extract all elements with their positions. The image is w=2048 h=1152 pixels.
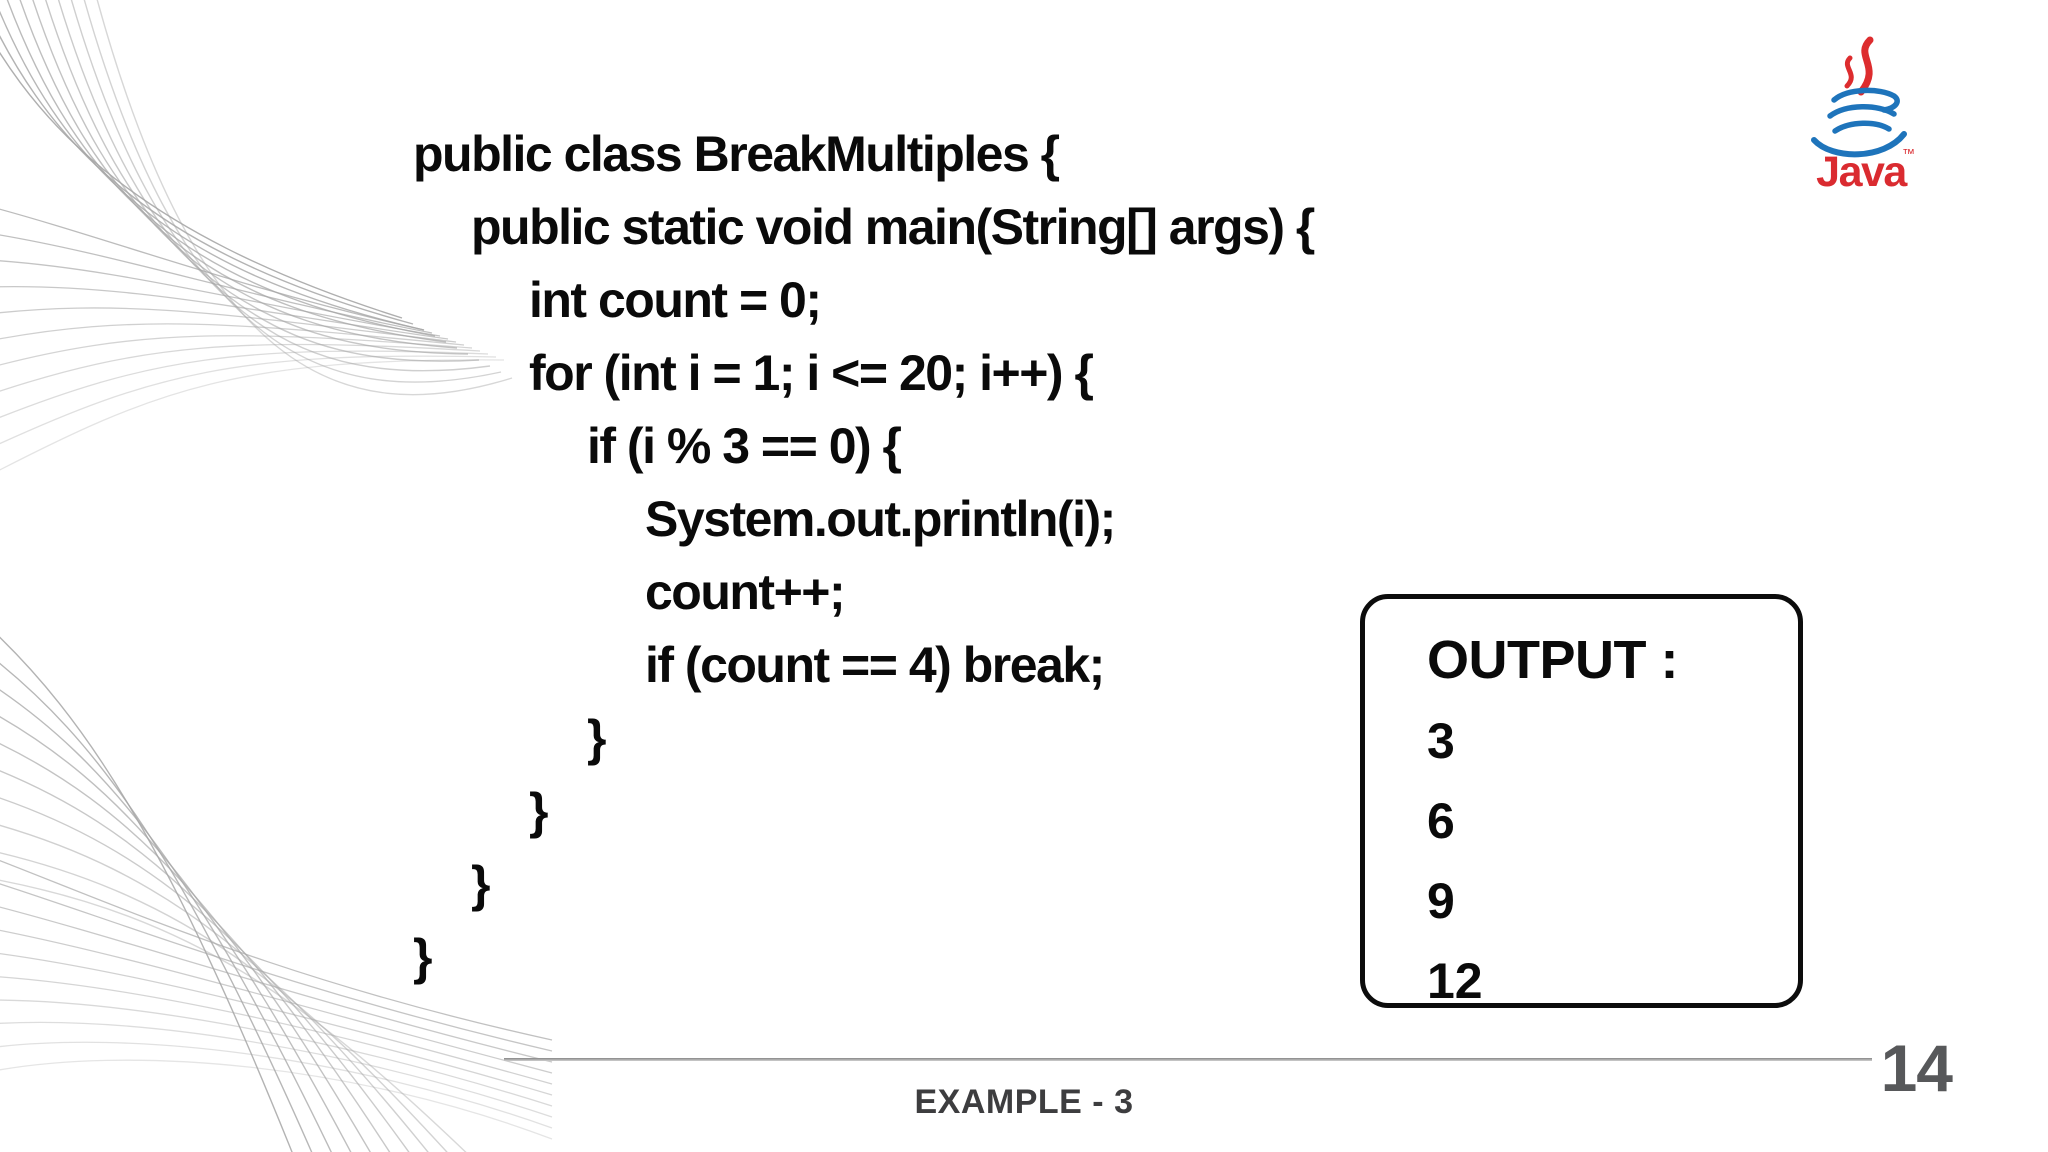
- code-line: }: [529, 783, 548, 839]
- wave-line: [0, 335, 473, 366]
- code-line: public static void main(String[] args) {: [471, 199, 1315, 255]
- wave-line: [0, 770, 391, 1152]
- wave-line: [0, 10, 425, 331]
- java-wordmark: Java: [1816, 148, 1908, 196]
- output-value: 12: [1427, 953, 1483, 1009]
- code-line: }: [471, 856, 490, 912]
- output-value: 3: [1427, 713, 1455, 769]
- wave-line: [0, 743, 371, 1152]
- java-cup-low-icon: [1832, 120, 1892, 134]
- wave-line: [0, 797, 410, 1152]
- wave-line: [0, 343, 481, 392]
- output-box-title: OUTPUT :: [1427, 630, 1678, 690]
- wave-line: [0, 1041, 553, 1129]
- wave-line: [6, 0, 436, 337]
- java-logo-icon: [1811, 36, 1907, 158]
- code-block: public class BreakMultiples { public stat…: [413, 118, 1315, 994]
- page-number: 14: [1880, 1031, 1953, 1105]
- java-cup-rim-icon: [1831, 87, 1900, 113]
- wave-line: [0, 689, 332, 1152]
- code-line: }: [413, 929, 432, 985]
- wave-line: [0, 285, 449, 340]
- code-line: if (count == 4) break;: [645, 637, 1105, 693]
- code-line: for (int i = 1; i <= 20; i++) {: [529, 345, 1094, 401]
- wave-line: [0, 636, 293, 1152]
- wave-line: [0, 1059, 553, 1140]
- java-cup-mid-icon: [1827, 104, 1897, 119]
- wave-line: [0, 716, 352, 1152]
- wave-line: [0, 234, 433, 334]
- wave-line: [0, 852, 448, 1152]
- java-logo: Java ™: [1811, 36, 1915, 196]
- code-line: }: [587, 710, 606, 766]
- code-line: System.out.println(i);: [645, 491, 1116, 547]
- output-values: 3 6 9 12: [1427, 701, 1780, 1021]
- footer-divider: [504, 1058, 1872, 1061]
- java-steam-small-icon: [1844, 55, 1854, 89]
- output-value: 9: [1427, 873, 1455, 929]
- wave-line: [0, 824, 429, 1152]
- wave-line: [0, 35, 414, 325]
- java-steam-icon: [1857, 36, 1874, 96]
- wave-line: [0, 662, 313, 1152]
- code-line: int count = 0;: [529, 272, 822, 328]
- wave-line: [0, 307, 457, 343]
- java-trademark: ™: [1902, 146, 1915, 161]
- code-line: public class BreakMultiples {: [413, 126, 1060, 182]
- output-value: 6: [1427, 793, 1455, 849]
- code-line: if (i % 3 == 0) {: [587, 418, 902, 474]
- output-box: OUTPUT : 3 6 9 12: [1360, 594, 1803, 1009]
- wave-line: [0, 999, 553, 1107]
- wave-line: [19, 0, 447, 343]
- wave-line: [0, 323, 465, 346]
- java-saucer-icon: [1811, 131, 1907, 158]
- wave-line: [0, 879, 467, 1152]
- code-line: count++;: [645, 564, 846, 620]
- wave-line: [0, 1021, 553, 1118]
- footer-label: EXAMPLE - 3: [914, 1083, 1134, 1121]
- wave-line: [45, 0, 469, 355]
- wave-line: [0, 260, 441, 337]
- wave-line: [32, 0, 458, 349]
- wave-line: [0, 208, 425, 331]
- wave-line: [0, 51, 403, 319]
